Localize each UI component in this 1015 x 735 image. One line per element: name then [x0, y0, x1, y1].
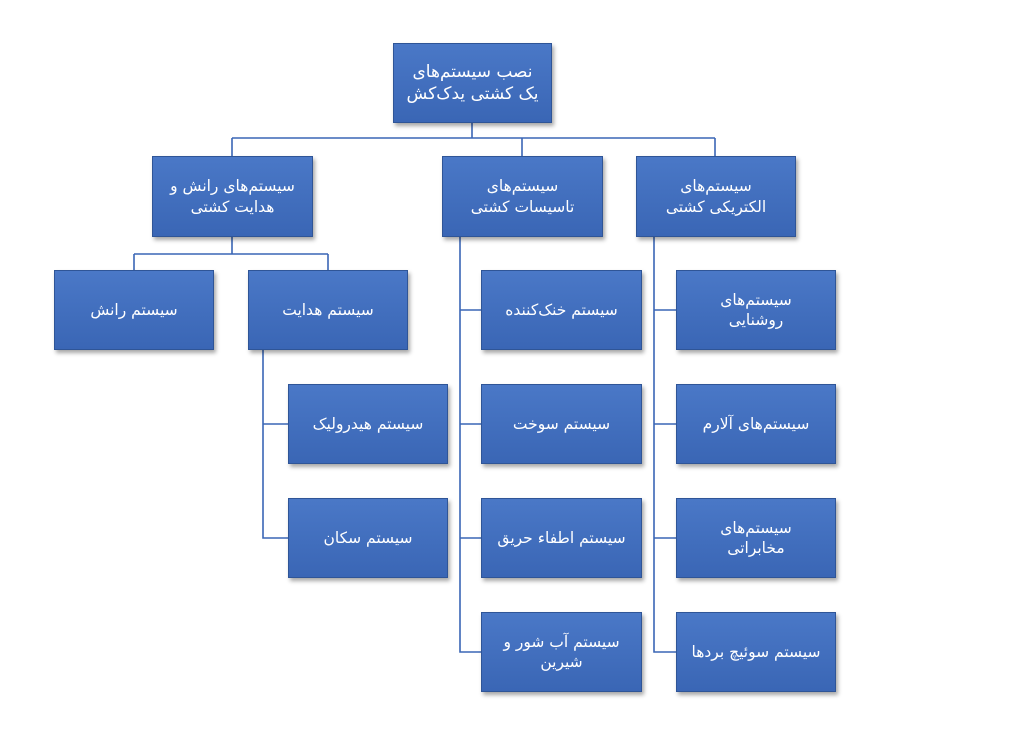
- alarm-systems-node: سیستم‌های آلارم: [676, 384, 836, 464]
- hydraulic-system-label: سیستم هیدرولیک: [312, 414, 424, 433]
- propulsion-system-node: سیستم رانش: [54, 270, 214, 350]
- root-label: نصب سیستم‌های یک کشتی یدک‌کش: [406, 61, 539, 104]
- water-system-node: سیستم آب شور و شیرین: [481, 612, 642, 692]
- fuel-system-label: سیستم سوخت: [512, 414, 611, 433]
- fuel-system-node: سیستم سوخت: [481, 384, 642, 464]
- rudder-system-label: سیستم سکان: [323, 528, 413, 547]
- cooling-system-node: سیستم خنک‌کننده: [481, 270, 642, 350]
- alarm-systems-label: سیستم‌های آلارم: [702, 414, 810, 433]
- electrical-group-node: سیستم‌های الکتریکی کشتی: [636, 156, 796, 237]
- switchboard-system-label: سیستم سوئیچ بردها: [691, 642, 821, 661]
- propulsion-group-node: سیستم‌های رانش و هدایت کشتی: [152, 156, 313, 237]
- hydraulic-system-node: سیستم هیدرولیک: [288, 384, 448, 464]
- steering-system-label: سیستم هدایت: [282, 300, 374, 319]
- fire-suppression-system-label: سیستم اطفاء حریق: [497, 528, 626, 547]
- electrical-group-label: سیستم‌های الکتریکی کشتی: [665, 177, 767, 216]
- cooling-system-label: سیستم خنک‌کننده: [505, 300, 618, 319]
- facilities-group-label: سیستم‌های تاسیسات کشتی: [470, 177, 575, 216]
- switchboard-system-node: سیستم سوئیچ بردها: [676, 612, 836, 692]
- water-system-label: سیستم آب شور و شیرین: [503, 632, 620, 671]
- rudder-system-node: سیستم سکان: [288, 498, 448, 578]
- lighting-systems-label: سیستم‌های روشنایی: [720, 290, 792, 329]
- fire-suppression-system-node: سیستم اطفاء حریق: [481, 498, 642, 578]
- communication-systems-label: سیستم‌های مخابراتی: [720, 518, 792, 557]
- propulsion-group-label: سیستم‌های رانش و هدایت کشتی: [170, 177, 295, 216]
- root-node: نصب سیستم‌های یک کشتی یدک‌کش: [393, 43, 552, 123]
- steering-system-node: سیستم هدایت: [248, 270, 408, 350]
- facilities-group-node: سیستم‌های تاسیسات کشتی: [442, 156, 603, 237]
- communication-systems-node: سیستم‌های مخابراتی: [676, 498, 836, 578]
- propulsion-system-label: سیستم رانش: [90, 300, 178, 319]
- lighting-systems-node: سیستم‌های روشنایی: [676, 270, 836, 350]
